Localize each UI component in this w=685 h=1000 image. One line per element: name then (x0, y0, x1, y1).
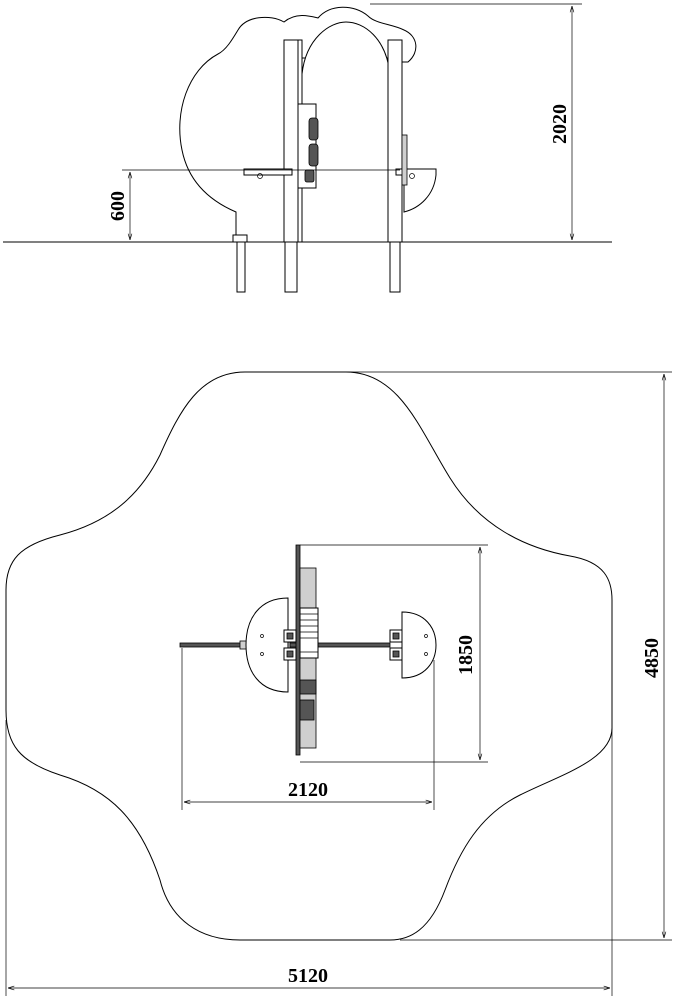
elevation-view: 2020 600 (3, 3, 612, 293)
bolt (257, 173, 263, 179)
vertical-panel (295, 544, 301, 756)
left-seat (243, 168, 293, 176)
post-core (392, 632, 400, 640)
dim-zone-width-label: 5120 (288, 965, 328, 987)
dim-zone-depth-label: 4850 (641, 638, 663, 678)
right-seat-plan (401, 611, 437, 679)
knob-block (299, 679, 317, 695)
knob-block (299, 699, 315, 721)
bolt (424, 652, 428, 656)
right-post (387, 39, 403, 243)
foundation-leg (236, 241, 246, 293)
bolt (260, 634, 264, 638)
foundation-leg (389, 241, 401, 293)
knob (308, 143, 319, 167)
bolt (424, 634, 428, 638)
left-post (283, 39, 299, 243)
bolt (260, 652, 264, 656)
dim-equipment-width-label: 2120 (288, 779, 328, 801)
right-panel-edge (401, 134, 408, 186)
left-seat-plan (245, 597, 289, 693)
bolt (409, 173, 415, 179)
arch-opening (301, 21, 391, 243)
dim-height-label: 2020 (549, 104, 571, 144)
plan-view: 1850 2120 4850 5120 (5, 371, 672, 996)
post-core (392, 650, 400, 658)
right-seat (403, 168, 437, 213)
dim-platform-label: 600 (107, 191, 129, 221)
post-core (286, 650, 294, 658)
roller-element (299, 607, 319, 659)
foundation-leg (284, 241, 298, 293)
foot-bracket (232, 234, 248, 243)
knob (304, 169, 315, 183)
post-core (286, 632, 294, 640)
knob (308, 117, 319, 141)
safety-zone-outline (5, 371, 613, 941)
dim-equipment-depth-label: 1850 (455, 635, 477, 675)
